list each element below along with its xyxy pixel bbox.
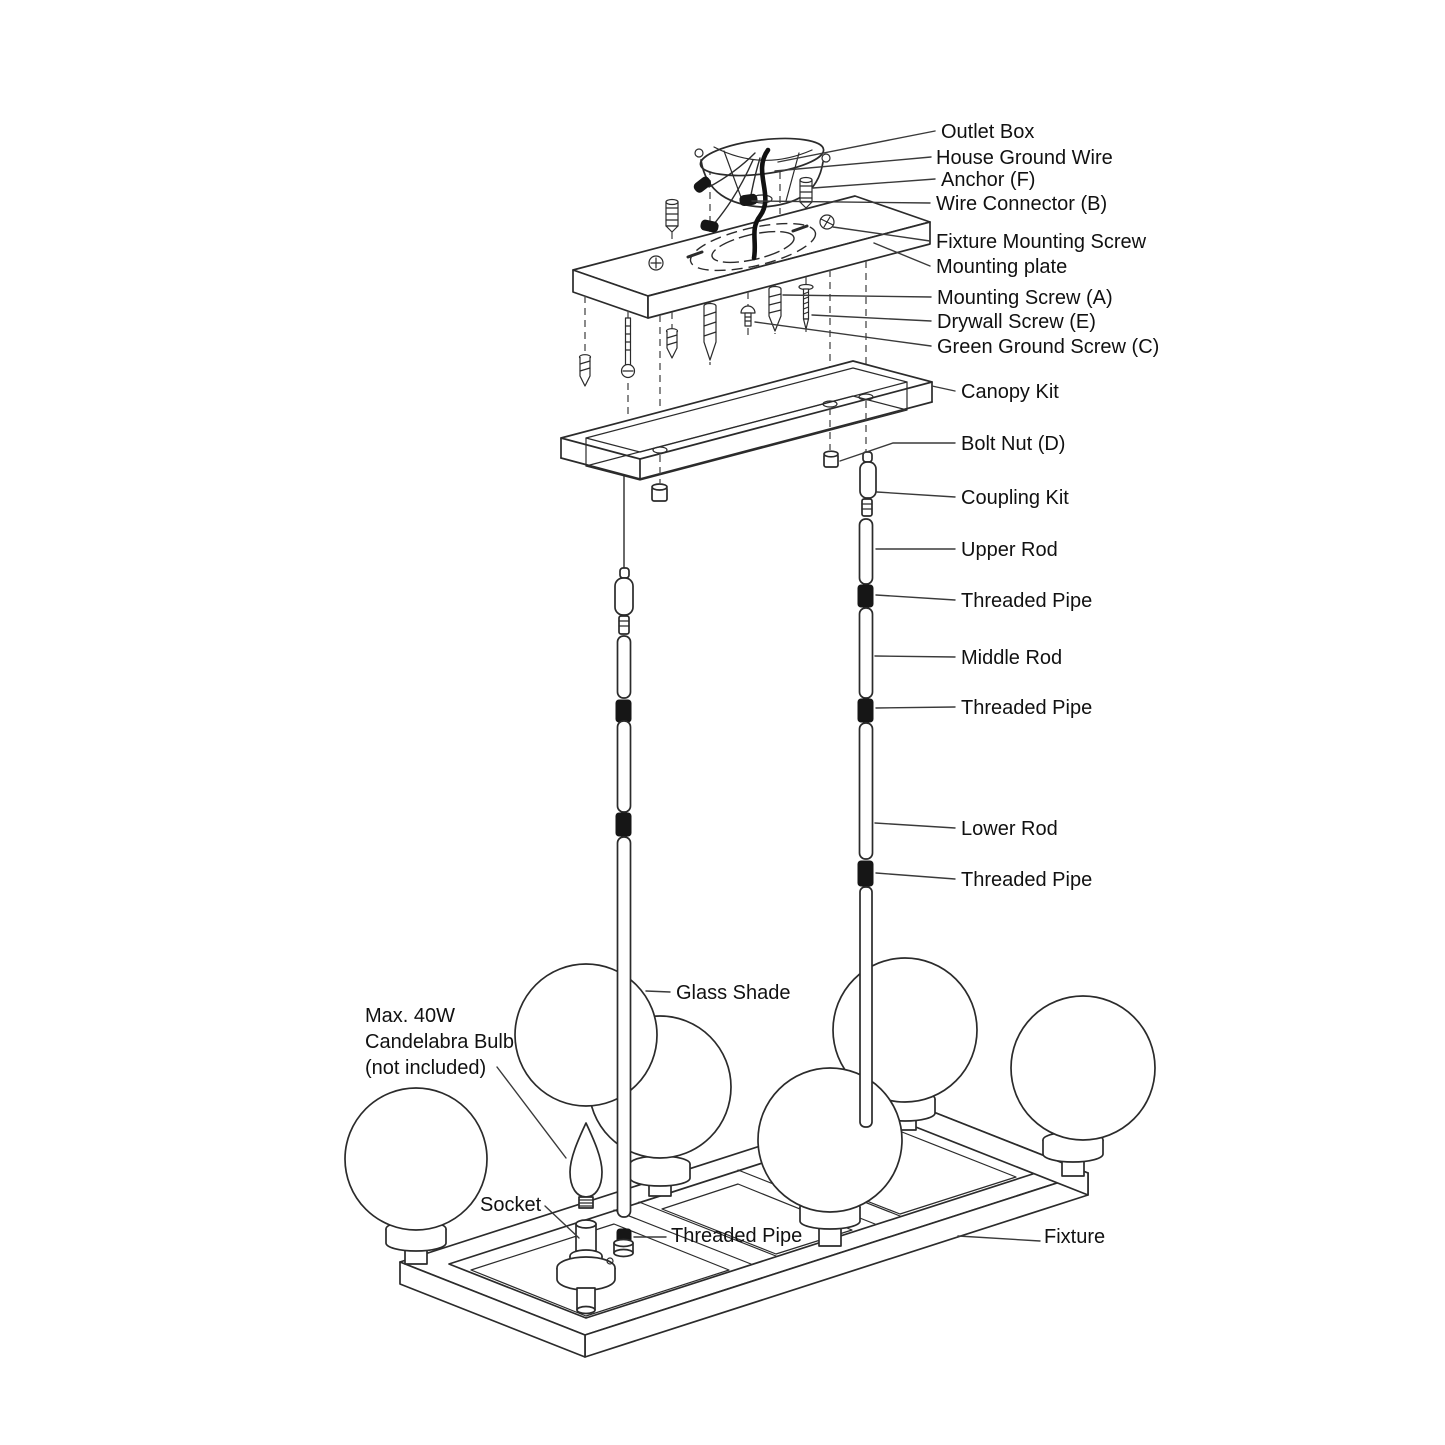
label-threaded-pipe-1: Threaded Pipe: [961, 590, 1092, 612]
label-upper-rod: Upper Rod: [961, 539, 1058, 561]
right-rod-assembly: [857, 451, 877, 1128]
bottom-threaded-pipe-drawing: [613, 1228, 634, 1258]
label-green-ground-screw-c: Green Ground Screw (C): [937, 336, 1159, 358]
label-socket: Socket: [480, 1194, 542, 1216]
left-rod-assembly: [614, 475, 634, 1218]
label-bolt-nut-d: Bolt Nut (D): [961, 433, 1065, 455]
glass-shade-f: [1010, 995, 1156, 1177]
canopy-kit-drawing: [560, 360, 933, 481]
label-mounting-plate: Mounting plate: [936, 256, 1067, 278]
anchor-drawing: [665, 176, 813, 233]
label-bulb-note-3: (not included): [365, 1057, 486, 1079]
label-mounting-screw-a: Mounting Screw (A): [937, 287, 1113, 309]
label-coupling-kit: Coupling Kit: [961, 487, 1069, 509]
mounting-plate-drawing: [572, 195, 931, 319]
label-lower-rod: Lower Rod: [961, 818, 1058, 840]
fixture-mounting-screw-drawing: [819, 214, 835, 230]
plate-screw-head: [648, 255, 664, 271]
label-anchor-f: Anchor (F): [941, 169, 1035, 191]
label-fixture-mounting-screw: Fixture Mounting Screw: [936, 231, 1147, 253]
bolt-nut-drawing: [651, 450, 839, 502]
label-drywall-screw-e: Drywall Screw (E): [937, 311, 1096, 333]
label-wire-connector-b: Wire Connector (B): [936, 193, 1107, 215]
labels: Outlet Box House Ground Wire Anchor (F) …: [365, 121, 1159, 1248]
label-fixture: Fixture: [1044, 1226, 1105, 1248]
label-bulb-note-2: Candelabra Bulb: [365, 1031, 514, 1053]
wire-connector-drawing: [693, 176, 758, 233]
label-canopy-kit: Canopy Kit: [961, 381, 1059, 403]
label-middle-rod: Middle Rod: [961, 647, 1062, 669]
label-house-ground-wire: House Ground Wire: [936, 147, 1113, 169]
leader-lines: [496, 130, 1041, 1242]
outlet-box-drawing: [693, 137, 831, 261]
label-threaded-pipe-3: Threaded Pipe: [961, 869, 1092, 891]
socket-drawing: [556, 1219, 616, 1315]
label-threaded-pipe-4: Threaded Pipe: [671, 1225, 802, 1247]
label-outlet-box: Outlet Box: [941, 121, 1034, 143]
glass-shade-b: [514, 963, 658, 1107]
glass-shade-a: [344, 1087, 488, 1265]
label-glass-shade: Glass Shade: [676, 982, 791, 1004]
label-threaded-pipe-2: Threaded Pipe: [961, 697, 1092, 719]
projection-lines-canopy: [659, 401, 867, 483]
screws-drawing: [578, 283, 814, 387]
candelabra-bulb-drawing: [569, 1122, 603, 1209]
label-bulb-note-1: Max. 40W: [365, 1005, 455, 1027]
